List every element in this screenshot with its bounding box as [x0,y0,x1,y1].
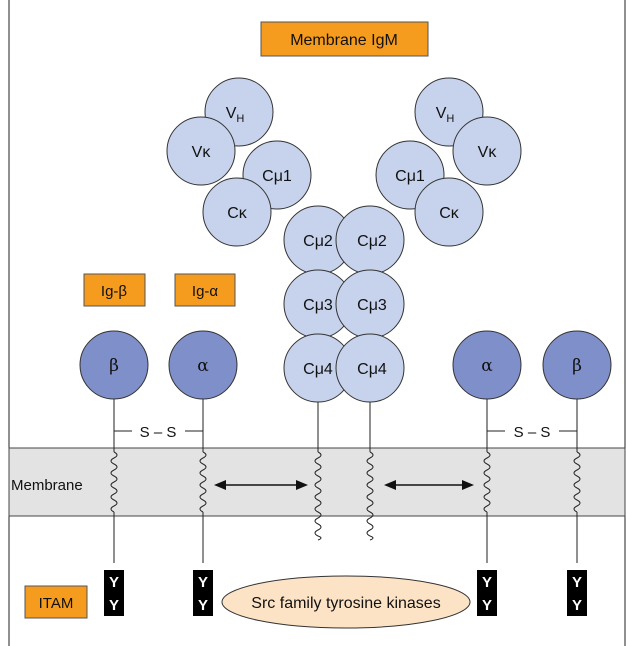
signaling-chains [79,330,612,400]
transmembrane-segments [110,451,581,541]
itam-box-0-1 [104,593,124,616]
itam-tyrosine-2-1: Y [482,597,492,614]
itam-tyrosine-1-0: Y [198,574,208,591]
vk-right-domain [452,116,522,186]
alpha-left-domain [168,330,238,400]
ck-left-label: Cκ [227,205,248,222]
itam-box-0-0 [104,570,124,593]
vh-left-label: VH [226,105,245,125]
beta-left-domain [79,330,149,400]
double-arrows [214,480,474,490]
membrane-label: Membrane [11,477,83,494]
cmu4-left-label: Cμ4 [303,361,333,378]
ig-alpha-label-box [174,273,236,307]
itam-box-2-0 [477,570,497,593]
ig-alpha-label: Ig-α [192,283,219,300]
tm-cmu-left [314,451,322,541]
vk-right-label: Vκ [478,144,498,161]
beta-right-domain [542,330,612,400]
tm-alpha-left [199,451,207,513]
beta-left-label: β [109,356,119,376]
itam-tyrosine-3-1: Y [572,597,582,614]
ck-right-label: Cκ [439,205,460,222]
itam-box-2-1 [477,593,497,616]
src-kinase-ellipse [221,575,471,629]
ig-beta-label: Ig-β [101,283,128,300]
itam-label-box [24,585,88,619]
beta-right-label: β [572,356,582,376]
itam-label: ITAM [39,595,74,612]
vk-left-label: Vκ [192,144,212,161]
alpha-right-domain [452,330,522,400]
src-kinase-label: Src family tyrosine kinases [251,595,440,612]
title: Membrane IgM [290,32,398,49]
cmu3-left-label: Cμ3 [303,297,333,314]
cmu1-right-label: Cμ1 [395,168,425,185]
igm-domains [166,77,522,403]
cmu1-left-label: Cμ1 [262,168,292,185]
tm-beta-left [110,451,118,513]
tm-cmu-right [366,451,374,541]
vh-right-label: VH [436,105,455,125]
itam-tyrosine-0-0: Y [109,574,119,591]
itam-box-1-0 [193,570,213,593]
ck-left-domain [202,177,272,247]
alpha-left-label: α [197,356,209,376]
itam-box-1-1 [193,593,213,616]
tm-beta-right [573,451,581,513]
itam-tyrosine-0-1: Y [109,597,119,614]
itam-tyrosine-2-0: Y [482,574,492,591]
cmu4-right-label: Cμ4 [357,361,387,378]
itam-box-3-1 [567,593,587,616]
ck-right-domain [414,177,484,247]
chain-stems [113,396,578,563]
itam-tyrosine-3-0: Y [572,574,582,591]
cmu3-right-label: Cμ3 [357,297,387,314]
itam-tyrosine-1-1: Y [198,597,208,614]
alpha-right-label: α [481,356,493,376]
vk-left-domain [166,116,236,186]
cmu4-right-domain [335,333,405,403]
disulfide-right: S – S [514,424,551,441]
itam-box-3-0 [567,570,587,593]
tm-alpha-right [483,451,491,513]
cmu2-left-label: Cμ2 [303,233,333,250]
cmu2-right-label: Cμ2 [357,233,387,250]
title-box [260,21,429,57]
ig-beta-label-box [83,273,146,307]
disulfide-left: S – S [140,424,177,441]
